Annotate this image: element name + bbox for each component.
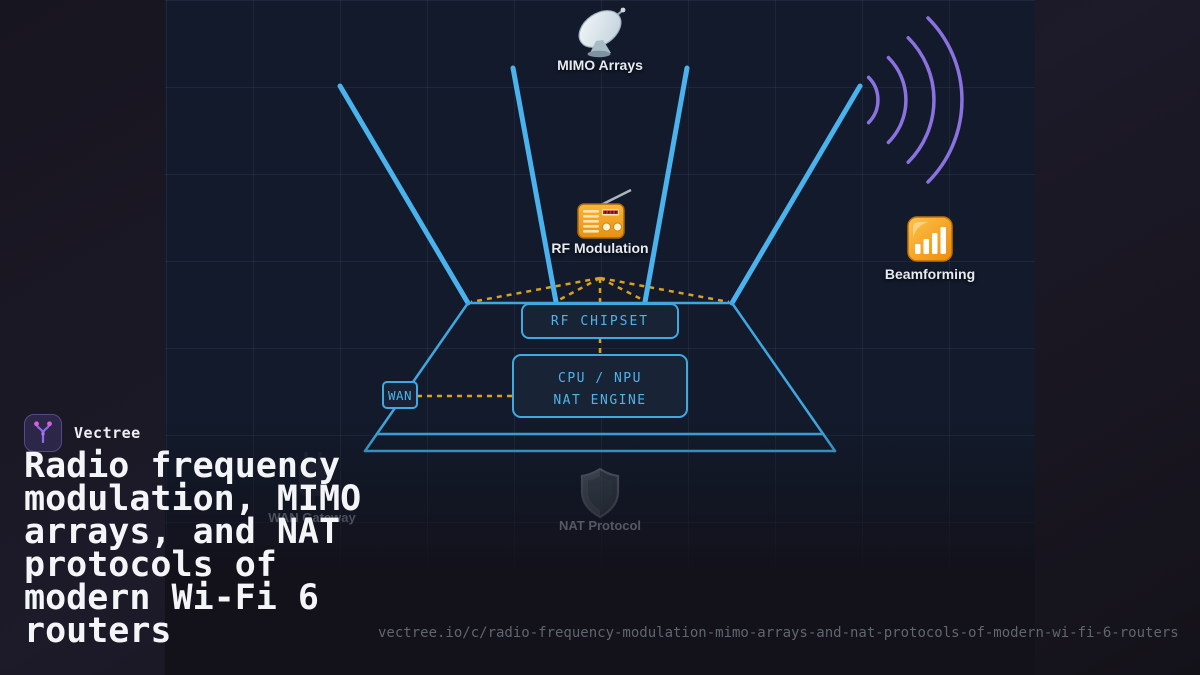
nat-engine-text: NAT ENGINE [553, 393, 647, 408]
beamforming-label: Beamforming [884, 266, 976, 282]
cpu-npu-text: CPU / NPU [558, 371, 642, 386]
brand: Vectree [24, 414, 141, 452]
rf-modulation-label: RF Modulation [551, 240, 649, 256]
wan-port-text: WAN [387, 388, 413, 403]
mimo-arrays-label: MIMO Arrays [557, 57, 643, 73]
rf-chipset-text: RF CHIPSET [550, 314, 650, 329]
brand-name: Vectree [74, 424, 141, 442]
bottom-fade-overlay [165, 420, 1035, 675]
wan-gateway-label: WAN Gateway [268, 510, 356, 525]
vector-tree-icon [24, 414, 62, 452]
footer-url: vectree.io/c/radio-frequency-modulation-… [378, 625, 1179, 641]
nat-protocol-label: NAT Protocol [558, 518, 642, 533]
page-title: Radio frequency modulation, MIMO arrays,… [24, 446, 362, 651]
